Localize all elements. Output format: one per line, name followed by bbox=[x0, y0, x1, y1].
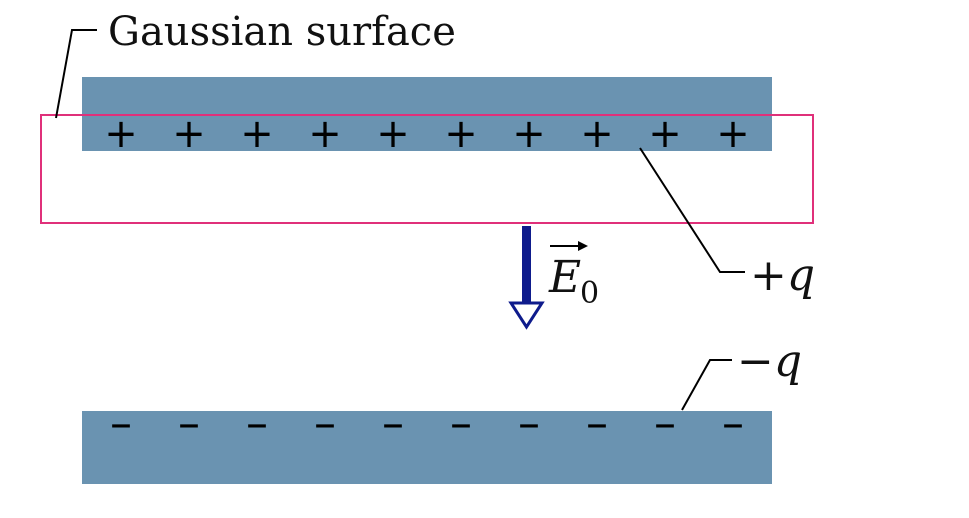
negative-plate bbox=[82, 411, 772, 484]
minus-sign: – bbox=[110, 398, 132, 449]
plus-sign: + bbox=[716, 111, 750, 157]
positive-charge-label: +q bbox=[750, 250, 815, 301]
minus-sign: – bbox=[586, 398, 608, 449]
field-arrow-head bbox=[508, 301, 545, 330]
field-subscript: 0 bbox=[580, 276, 599, 311]
positive-charges: + + + + + + + + + + bbox=[104, 111, 750, 157]
minus-sign: – bbox=[654, 398, 676, 449]
minus-sign: – bbox=[450, 398, 472, 449]
minus-sign: – bbox=[382, 398, 404, 449]
minus-sign: – bbox=[722, 398, 744, 449]
plus-sign: + bbox=[648, 111, 682, 157]
plus-sign: + bbox=[308, 111, 342, 157]
negative-charges: –––––––––– bbox=[110, 398, 744, 449]
plus-sign: + bbox=[172, 111, 206, 157]
positive-charge-leader bbox=[639, 147, 745, 273]
negative-charge-label: −q bbox=[737, 336, 802, 387]
negative-charge-leader bbox=[681, 359, 732, 411]
plus-sign: + bbox=[240, 111, 274, 157]
field-arrow-shaft bbox=[522, 226, 531, 304]
minus-sign: – bbox=[178, 398, 200, 449]
gaussian-surface-label: Gaussian surface bbox=[108, 9, 456, 55]
minus-sign: – bbox=[518, 398, 540, 449]
gaussian-surface-outline bbox=[40, 114, 814, 224]
plus-sign: + bbox=[444, 111, 478, 157]
field-symbol: E bbox=[548, 252, 581, 303]
plus-sign: + bbox=[580, 111, 614, 157]
plus-sign: + bbox=[104, 111, 138, 157]
vector-arrowhead-icon bbox=[578, 241, 588, 251]
plus-sign: + bbox=[376, 111, 410, 157]
plus-sign: + bbox=[512, 111, 546, 157]
minus-sign: – bbox=[246, 398, 268, 449]
minus-sign: – bbox=[314, 398, 336, 449]
gaussian-surface-leader bbox=[55, 29, 97, 119]
